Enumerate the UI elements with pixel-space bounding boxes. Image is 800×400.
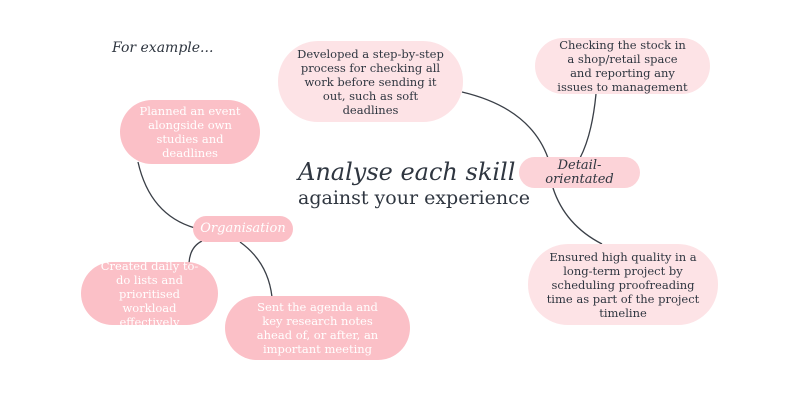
skill-detail-orientated: Detail-orientated <box>519 157 640 188</box>
example-proofreading: Ensured high quality in a long-term proj… <box>528 244 718 325</box>
example-stock-check: Checking the stock in a shop/retail spac… <box>535 38 710 94</box>
skill-organisation: Organisation <box>193 216 293 242</box>
example-agenda: Sent the agenda and key research notes a… <box>225 296 410 360</box>
intro-text: For example... <box>112 40 213 56</box>
connector-detail-ensured <box>553 188 602 244</box>
connector-detail-checking <box>580 94 596 158</box>
connector-organisation-sent <box>240 242 272 297</box>
connector-detail-developed <box>462 92 548 158</box>
example-todo-lists: Created daily to-do lists and prioritise… <box>81 262 218 325</box>
example-planned-event: Planned an event alongside own studies a… <box>120 100 260 164</box>
connector-organisation-planned <box>138 162 195 228</box>
title-line-1: Analyse each skill <box>298 157 530 187</box>
title-line-2: against your experience <box>298 187 530 209</box>
example-step-process: Developed a step-by-step process for che… <box>278 41 463 122</box>
page-title: Analyse each skill against your experien… <box>298 157 530 209</box>
